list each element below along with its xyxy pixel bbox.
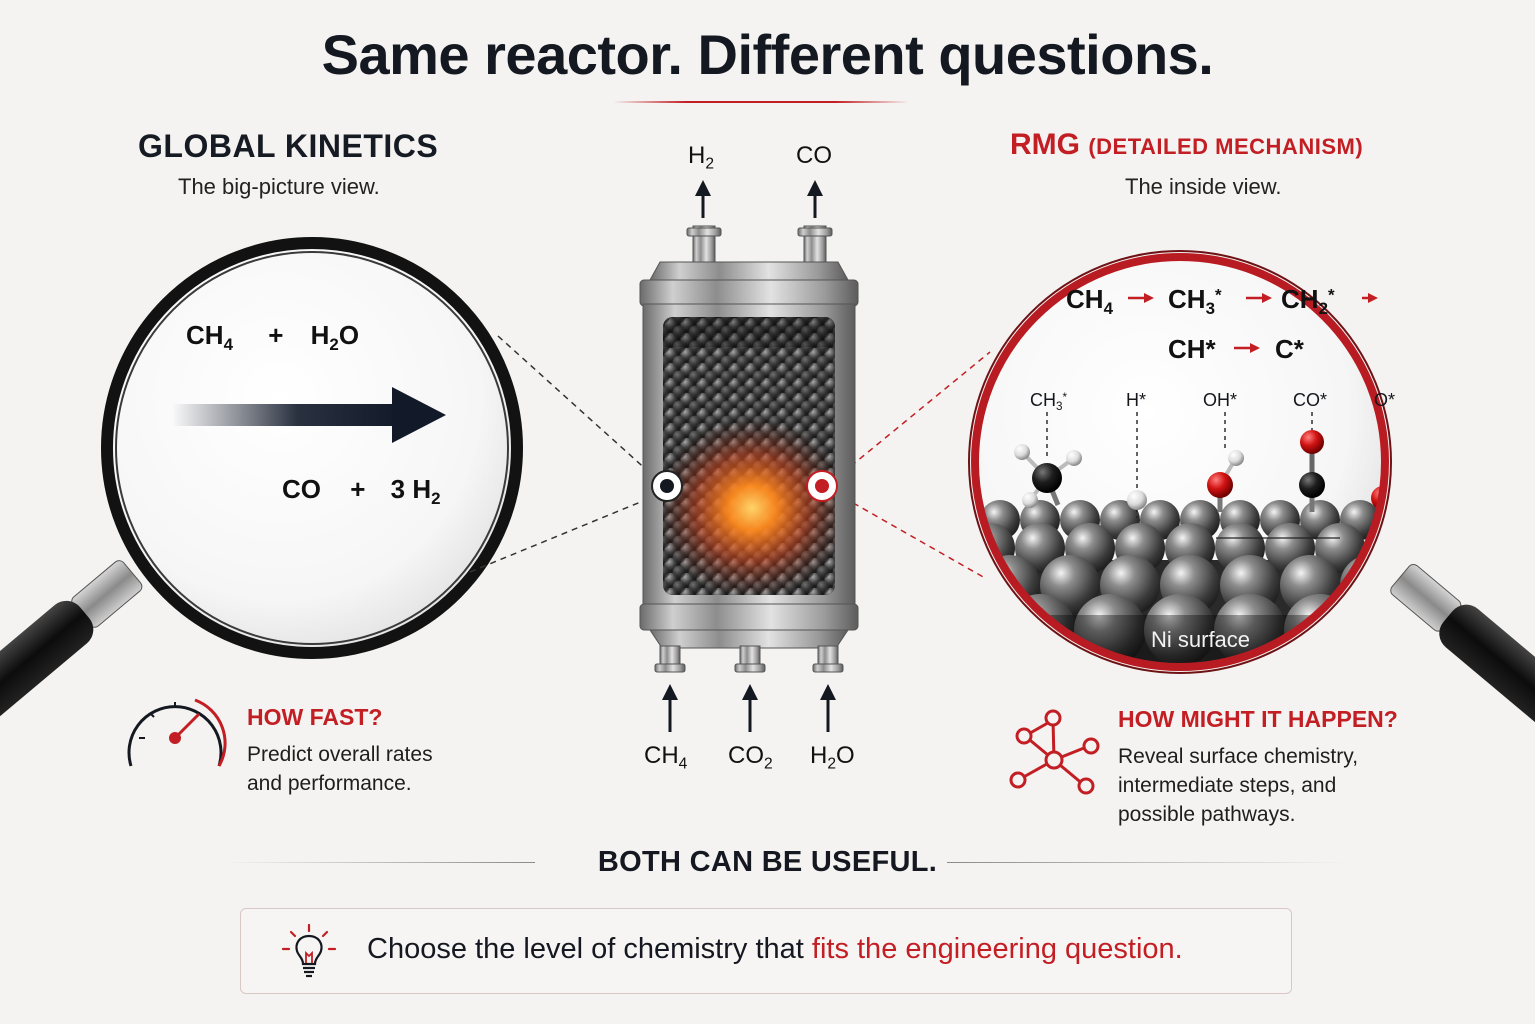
h-adsorbate (1127, 490, 1147, 510)
input-co2: CO2 (728, 742, 773, 773)
left-connectors (469, 335, 661, 573)
pathway-species-ch: CH* (1168, 334, 1216, 364)
right-connectors (833, 351, 991, 579)
output-co: CO (796, 142, 832, 169)
global-reactants: CH4 + H2O (186, 320, 360, 354)
adsorbate-label-h: H* (1126, 390, 1147, 410)
ni-surface (975, 500, 1385, 667)
both-useful-heading: BOTH CAN BE USEFUL. (597, 846, 938, 878)
adsorbate-label-o: O* (1374, 390, 1396, 410)
adsorbate-label-ch3: CH3* (1030, 390, 1068, 414)
global-view-marker (651, 470, 683, 502)
detailed-view-marker (806, 470, 838, 502)
pathway-arrows (1128, 293, 1378, 353)
right-magnifier-handle (1390, 564, 1535, 748)
left-magnifier (0, 237, 523, 744)
output-h2: H2 (688, 142, 715, 173)
ni-surface-label: Ni surface (1151, 627, 1251, 652)
output-arrows (695, 180, 823, 218)
ch3-adsorbate (1014, 444, 1082, 508)
hot-spot (663, 418, 835, 595)
input-h2o: H2O (810, 742, 855, 773)
left-magnifier-handle (0, 560, 143, 744)
rmg-heading: RMG (DETAILED MECHANISM) (1010, 128, 1363, 162)
rmg-subtitle: The inside view. (1125, 174, 1282, 199)
input-ch4: CH4 (644, 742, 688, 773)
page-title: Same reactor. Different questions. (321, 23, 1214, 86)
input-arrows (662, 684, 836, 732)
speedometer-icon (127, 698, 227, 767)
co-adsorbate (1299, 430, 1325, 512)
right-magnifier (968, 250, 1535, 748)
pathway-species-ch4: CH4 (1066, 284, 1113, 318)
global-kinetics-subtitle: The big-picture view. (178, 174, 380, 199)
divider-right (947, 862, 1347, 863)
takeaway-accent: fits the engineering question. (811, 933, 1183, 965)
adsorbate-label-co: CO* (1293, 390, 1328, 410)
how-fast-body: Predict overall rates and performance. (247, 743, 433, 795)
global-kinetics-heading: GLOBAL KINETICS (138, 128, 439, 164)
how-might-heading: HOW MIGHT IT HAPPEN? (1118, 706, 1398, 732)
takeaway-text: Choose the level of chemistry that fits … (367, 933, 1183, 965)
how-fast-heading: HOW FAST? (247, 704, 383, 730)
reaction-arrow (172, 404, 400, 426)
pathway-species-ch2: CH2* (1281, 284, 1335, 318)
divider-left (225, 862, 535, 863)
lightbulb-icon (281, 923, 337, 978)
adsorbate-label-oh: OH* (1203, 390, 1238, 410)
pathway-species-c: C* (1275, 334, 1304, 364)
takeaway-callout: Choose the level of chemistry that fits … (240, 908, 1292, 994)
pathway-species-ch3: CH3* (1168, 284, 1222, 318)
title-underline (613, 101, 909, 103)
rmg-heading-main: RMG (1010, 128, 1080, 161)
global-products: CO + 3 H2 (282, 474, 441, 508)
rmg-heading-paren: (DETAILED MECHANISM) (1088, 134, 1364, 159)
how-might-body: Reveal surface chemistry, intermediate s… (1118, 745, 1359, 826)
oh-adsorbate (1207, 450, 1244, 512)
network-icon (1009, 709, 1100, 795)
reactor (639, 180, 859, 732)
